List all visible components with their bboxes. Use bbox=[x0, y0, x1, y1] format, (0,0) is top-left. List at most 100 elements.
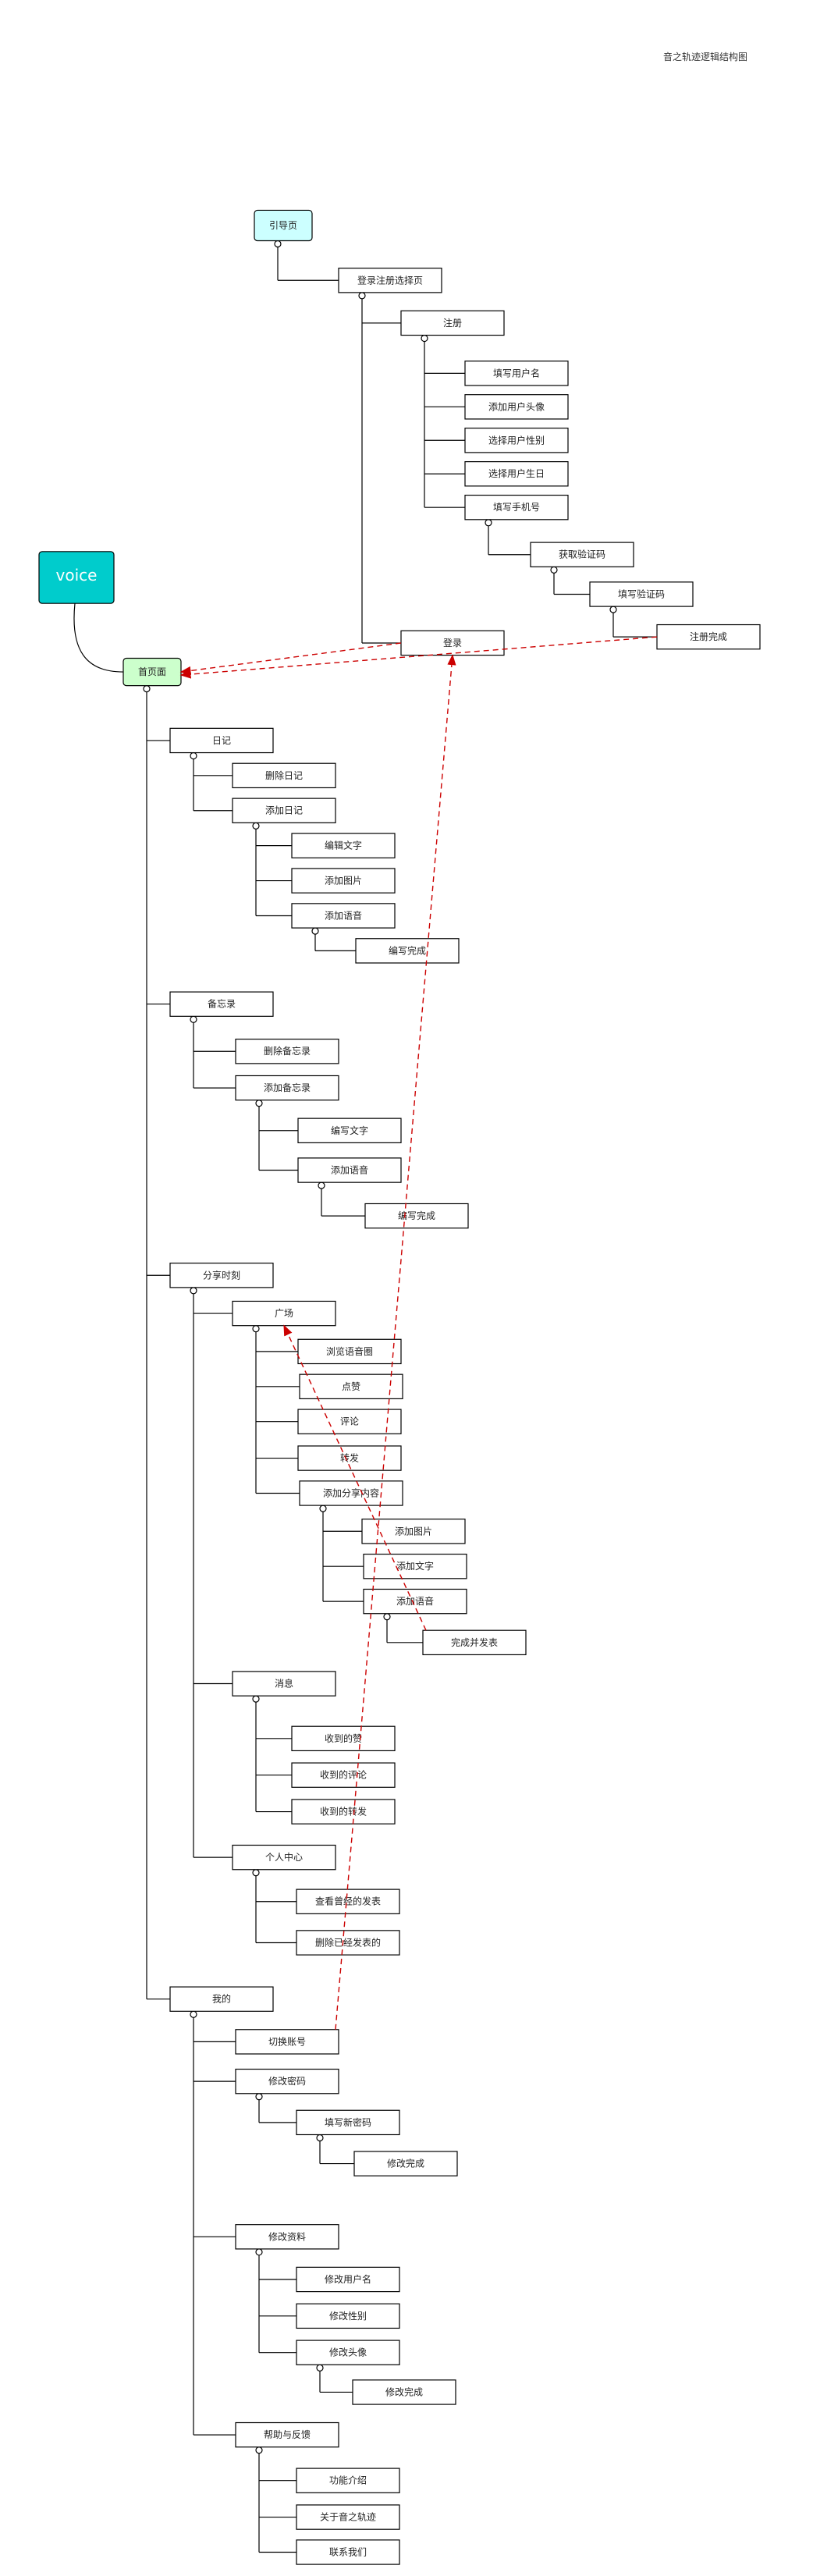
node-label-message: 消息 bbox=[275, 1678, 293, 1690]
node-label-edit-profile: 修改资料 bbox=[268, 2230, 306, 2242]
connector-origin bbox=[383, 1613, 391, 1621]
node-diary-done bbox=[355, 938, 460, 964]
node-share-image bbox=[361, 1519, 466, 1544]
connector-origin bbox=[252, 822, 260, 830]
node-label-edit-avatar: 修改头像 bbox=[329, 2347, 367, 2358]
node-pwd-done bbox=[353, 2151, 458, 2176]
node-reg-username bbox=[464, 361, 569, 386]
node-new-password bbox=[296, 2109, 400, 2136]
node-label-square: 广场 bbox=[275, 1308, 293, 1319]
node-edit-username bbox=[296, 2266, 400, 2293]
node-label-memo-voice: 添加语音 bbox=[331, 1164, 368, 1176]
node-help bbox=[235, 2421, 339, 2448]
node-label-reg-phone: 填写手机号 bbox=[493, 502, 540, 513]
node-label-reg-get-code: 获取验证码 bbox=[559, 549, 605, 560]
node-diary-image bbox=[291, 868, 396, 894]
node-share-text bbox=[363, 1553, 467, 1579]
node-square bbox=[232, 1300, 336, 1327]
node-edit-gender bbox=[296, 2303, 400, 2329]
node-edit-profile bbox=[235, 2224, 339, 2250]
connector-origin bbox=[274, 240, 282, 248]
node-label-diary-add: 添加日记 bbox=[265, 805, 303, 816]
node-label-delete-posts: 删除已经发表的 bbox=[315, 1936, 381, 1948]
node-voice bbox=[38, 551, 115, 604]
node-label-reg-avatar: 添加用户头像 bbox=[488, 400, 545, 412]
node-label-mine: 我的 bbox=[212, 1993, 231, 2005]
node-label-features: 功能介绍 bbox=[329, 2475, 367, 2486]
voice-home-link bbox=[73, 603, 124, 673]
node-label-help: 帮助与反馈 bbox=[264, 2429, 311, 2440]
switch-account-to-login-arrow bbox=[335, 654, 456, 2030]
node-delete-posts bbox=[296, 1930, 400, 1956]
node-reg-avatar bbox=[464, 394, 569, 420]
node-label-diary-voice: 添加语音 bbox=[325, 909, 362, 921]
node-memo-text bbox=[297, 1117, 402, 1143]
node-share-voice bbox=[363, 1588, 467, 1615]
connector-origin bbox=[255, 1100, 263, 1107]
node-add-share bbox=[299, 1480, 403, 1506]
login-to-home-arrow bbox=[179, 642, 402, 675]
node-memo-add bbox=[235, 1075, 339, 1101]
node-label-profile-done: 修改完成 bbox=[385, 2386, 423, 2397]
node-reg-fill-code bbox=[589, 581, 694, 607]
node-msg-comment bbox=[291, 1762, 396, 1788]
node-label-edit-gender: 修改性别 bbox=[329, 2310, 367, 2322]
node-label-pwd-done: 修改完成 bbox=[387, 2158, 424, 2169]
connector-origin bbox=[252, 1695, 260, 1703]
node-label-memo: 备忘录 bbox=[208, 998, 236, 1010]
node-label-msg-forward: 收到的转发 bbox=[320, 1806, 367, 1817]
connector-origin bbox=[318, 1181, 325, 1189]
connector-origin bbox=[311, 927, 319, 935]
node-label-switch-account: 切换账号 bbox=[268, 2036, 306, 2047]
node-label-view-posts: 查看曾经的发表 bbox=[315, 1896, 381, 1907]
node-share bbox=[169, 1263, 274, 1288]
node-label-share-voice: 添加语音 bbox=[396, 1595, 434, 1607]
node-label-reg-done: 注册完成 bbox=[690, 631, 727, 642]
node-features bbox=[296, 2468, 400, 2493]
node-label-diary: 日记 bbox=[212, 735, 231, 746]
node-label-msg-like: 收到的赞 bbox=[325, 1732, 362, 1744]
node-label-reg-fill-code: 填写验证码 bbox=[618, 588, 665, 599]
node-memo-voice bbox=[297, 1157, 402, 1183]
node-diary-add bbox=[232, 798, 336, 823]
node-like bbox=[299, 1373, 403, 1400]
node-message bbox=[232, 1671, 336, 1697]
node-label-diary-done: 编写完成 bbox=[389, 944, 426, 956]
register-done-to-home-arrow bbox=[179, 636, 658, 679]
node-diary-text bbox=[291, 833, 396, 858]
connector-origin bbox=[190, 751, 197, 760]
node-label-share-done: 完成并发表 bbox=[451, 1636, 498, 1648]
node-reg-gender bbox=[464, 428, 569, 453]
node-label-contact: 联系我们 bbox=[329, 2546, 367, 2557]
node-label-diary-image: 添加图片 bbox=[325, 876, 362, 886]
node-login bbox=[400, 630, 505, 656]
node-share-done bbox=[422, 1629, 527, 1656]
node-label-guide: 引导页 bbox=[269, 220, 297, 231]
node-label-memo-delete: 删除备忘录 bbox=[264, 1045, 311, 1057]
node-label-share-image: 添加图片 bbox=[395, 1526, 432, 1537]
node-label-voice: voice bbox=[56, 566, 98, 584]
node-label-login-register: 登录注册选择页 bbox=[357, 274, 423, 286]
node-label-reg-username: 填写用户名 bbox=[493, 367, 540, 378]
node-label-add-share: 添加分享内容 bbox=[323, 1487, 379, 1498]
connector-origin bbox=[485, 519, 492, 527]
node-reg-birthday bbox=[464, 461, 569, 487]
node-label-diary-delete: 删除日记 bbox=[265, 769, 303, 781]
node-label-memo-text: 编写文字 bbox=[331, 1125, 368, 1136]
node-label-home: 首页面 bbox=[138, 666, 166, 677]
connector-origin bbox=[143, 685, 151, 693]
node-label-register: 注册 bbox=[443, 317, 462, 329]
node-label-share: 分享时刻 bbox=[203, 1269, 240, 1281]
node-label-memo-done: 编写完成 bbox=[398, 1210, 435, 1221]
node-label-browse: 浏览语音圈 bbox=[326, 1345, 373, 1357]
node-reg-get-code bbox=[530, 542, 634, 567]
node-diary-delete bbox=[232, 762, 336, 789]
node-switch-account bbox=[235, 2029, 339, 2055]
node-login-register bbox=[338, 268, 442, 293]
node-label-forward: 转发 bbox=[340, 1452, 359, 1464]
node-view-posts bbox=[296, 1888, 400, 1914]
node-label-about: 关于音之轨迹 bbox=[320, 2511, 376, 2523]
connector-origin bbox=[252, 1325, 260, 1333]
node-msg-like bbox=[291, 1725, 396, 1752]
